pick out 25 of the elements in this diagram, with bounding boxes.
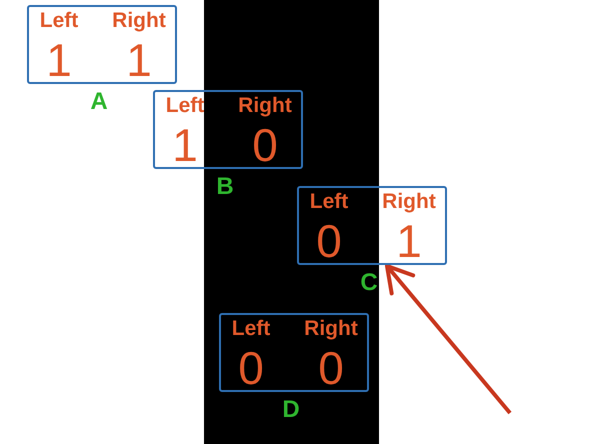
state-value: 0 — [316, 218, 342, 264]
state-value: 0 — [252, 122, 278, 168]
column-label: Right — [238, 95, 292, 116]
node-caption: B — [216, 175, 234, 199]
column-label: Left — [232, 318, 270, 339]
state-box — [219, 313, 369, 392]
node-caption: A — [90, 90, 108, 114]
state-value: 1 — [396, 218, 422, 264]
state-box — [153, 90, 303, 169]
state-box — [27, 5, 177, 84]
node-caption: D — [282, 398, 300, 422]
state-value: 1 — [46, 37, 72, 83]
arrow — [385, 264, 512, 414]
state-value: 0 — [318, 345, 344, 391]
column-label: Right — [304, 318, 358, 339]
state-value: 1 — [126, 37, 152, 83]
state-value: 0 — [238, 345, 264, 391]
column-label: Left — [40, 10, 78, 31]
column-label: Right — [382, 191, 436, 212]
state-value: 1 — [172, 122, 198, 168]
state-box — [297, 186, 447, 265]
column-label: Left — [310, 191, 348, 212]
column-label: Left — [166, 95, 204, 116]
node-caption: C — [360, 271, 378, 295]
column-label: Right — [112, 10, 166, 31]
